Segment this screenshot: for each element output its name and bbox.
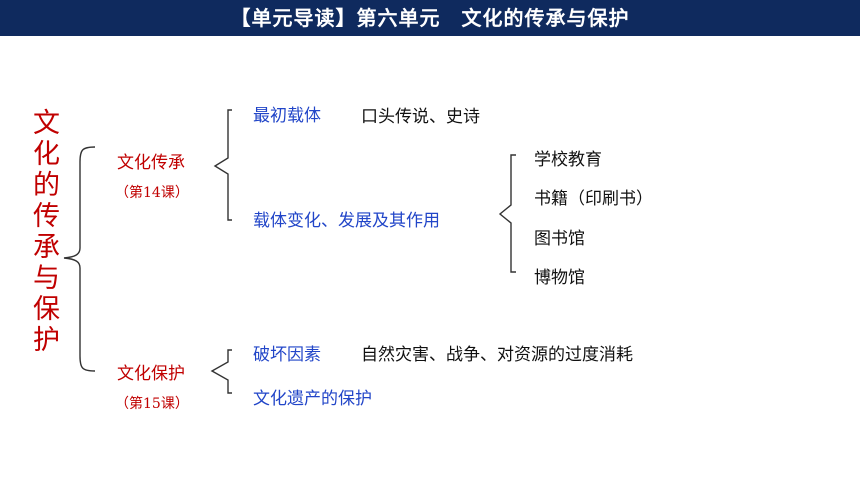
damage-factors-detail: 自然灾害、战争、对资源的过度消耗 — [361, 345, 633, 365]
unit-banner: 【单元导读】第六单元 文化的传承与保护 — [0, 0, 860, 36]
root-bracket — [63, 146, 96, 372]
protection-label: 文化保护 — [117, 364, 185, 384]
carrier-bracket — [498, 154, 516, 273]
carrier-item-library: 图书馆 — [534, 229, 585, 249]
initial-carrier-detail: 口头传说、史诗 — [361, 107, 480, 127]
carrier-item-books: 书籍（印刷书） — [534, 189, 653, 209]
inheritance-bracket — [213, 109, 232, 221]
inheritance-lesson: （第14课） — [115, 185, 189, 201]
protection-bracket — [210, 349, 232, 394]
carrier-change-label: 载体变化、发展及其作用 — [253, 211, 440, 231]
carrier-item-museum: 博物馆 — [534, 268, 585, 288]
initial-carrier-label: 最初载体 — [253, 106, 321, 126]
damage-factors-label: 破坏因素 — [253, 345, 321, 365]
heritage-protection-label: 文化遗产的保护 — [253, 389, 372, 409]
inheritance-label: 文化传承 — [117, 153, 185, 173]
protection-lesson: （第15课） — [115, 396, 189, 412]
diagram-root-title: 文化的传承与保护 — [28, 108, 59, 356]
carrier-item-school: 学校教育 — [534, 150, 602, 170]
